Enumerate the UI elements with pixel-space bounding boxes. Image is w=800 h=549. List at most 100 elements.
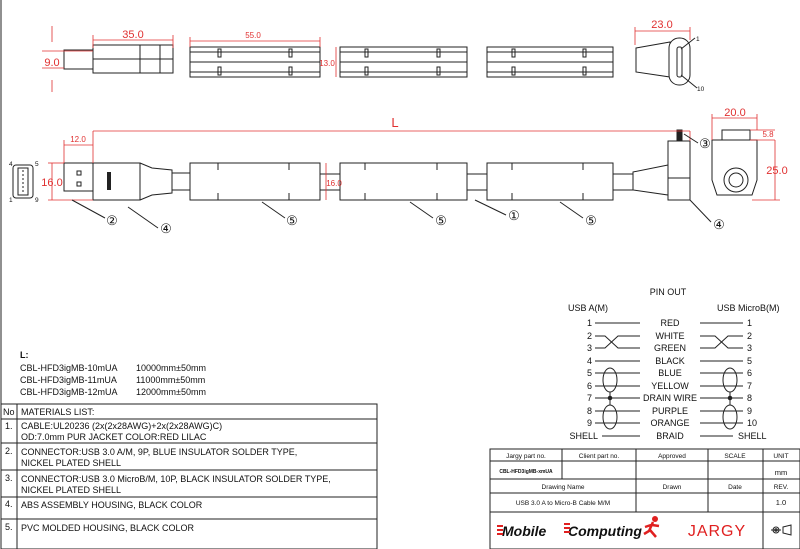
ferrite-side-views: [189, 46, 614, 78]
unit-label: UNIT: [773, 453, 788, 460]
jargy-part-value: CBL-HFD3igMB-xmUA: [499, 469, 553, 475]
pinout-right-pin: 9: [747, 406, 752, 416]
material-no: 2.: [5, 446, 13, 456]
microb-pin-1-label: 1: [696, 36, 700, 43]
pinout-right-pin: 10: [747, 418, 757, 428]
callout-1: ①: [508, 208, 520, 223]
face-pin-9: 9: [35, 197, 39, 204]
pinout-left-pin: 8: [587, 406, 592, 416]
material-desc: CONNECTOR:USB 3.0 A/M, 9P, BLUE INSULATO…: [21, 447, 297, 457]
length-value: 11000mm±50mm: [136, 375, 205, 385]
jargy-logo: JARGY: [688, 523, 746, 540]
callout-5: ⑤: [435, 213, 447, 228]
jargy-part-label: Jargy part no.: [506, 453, 546, 460]
pinout-wire-color: DRAIN WIRE: [643, 393, 697, 403]
usb-a-side-view: [63, 44, 174, 74]
ferrite-top-views: [189, 162, 634, 201]
pinout-wire-color: GREEN: [654, 343, 686, 353]
microb-tip-label: 5.8: [762, 130, 774, 139]
pinout-wire-color: WHITE: [656, 331, 685, 341]
microb-top-view: [632, 129, 691, 201]
ferrite-height-label: 13.0: [319, 59, 335, 68]
runner-icon: [643, 516, 660, 538]
pinout-left-pin: 1: [587, 318, 592, 328]
pinout-wire-color: BLACK: [655, 356, 685, 366]
pinout-left-pin: 4: [587, 356, 592, 366]
client-part-label: Client part no.: [579, 453, 620, 460]
plug-tip-label: 12.0: [70, 135, 86, 144]
pinout-wire-color: RED: [660, 318, 680, 328]
pinout-left-pin: SHELL: [569, 431, 598, 441]
face-pin-5: 5: [35, 161, 39, 168]
material-no: 4.: [5, 499, 13, 509]
material-desc: CONNECTOR:USB 3.0 MicroB/M, 10P, BLACK I…: [21, 474, 331, 484]
pinout-left-pin: 3: [587, 343, 592, 353]
material-desc: CABLE:UL20236 (2x(2x28AWG)+2x(2x28AWG)C): [21, 421, 222, 431]
callout-2: ②: [106, 213, 118, 228]
pinout-wire-color: BLUE: [658, 368, 682, 378]
material-desc: ABS ASSEMBLY HOUSING, BLACK COLOR: [21, 500, 203, 510]
material-no: 3.: [5, 473, 13, 483]
microb-width-label: 20.0: [724, 107, 745, 119]
microb-side-view: [635, 37, 698, 89]
pinout-left-pin: 9: [587, 418, 592, 428]
usb-a-face-view: [12, 164, 34, 199]
length-list-title: L:: [20, 350, 29, 360]
pinout-left-pin: 6: [587, 381, 592, 391]
material-desc: OD:7.0mm PUR JACKET COLOR:RED LILAC: [21, 432, 207, 442]
unit-value: mm: [775, 468, 788, 477]
pinout-left-pin: 2: [587, 331, 592, 341]
ferrite-dimensions: [189, 37, 337, 77]
pinout-left-pin: 5: [587, 368, 592, 378]
usb-a-length-label: 35.0: [122, 29, 143, 41]
pinout-wire-color: BRAID: [656, 431, 684, 441]
usb-a-width-label: 16.0: [41, 177, 62, 189]
materials-table: No MATERIALS LIST: 1. CABLE:UL20236 (2x(…: [0, 403, 378, 549]
scale-label: SCALE: [724, 453, 746, 460]
pinout-right-pin: 2: [747, 331, 752, 341]
pinout-wire-color: ORANGE: [650, 418, 689, 428]
face-pin-4: 4: [9, 161, 13, 168]
material-desc: PVC MOLDED HOUSING, BLACK COLOR: [21, 523, 195, 533]
material-no: 5.: [5, 522, 13, 532]
pinout-right-pin: 7: [747, 381, 752, 391]
pinout-wiring: [595, 322, 743, 437]
length-part: CBL-HFD3igMB-10mUA: [20, 363, 118, 373]
cable-length-dimension: [48, 114, 780, 201]
pinout-wire-color: PURPLE: [652, 406, 688, 416]
microb-length-label: 23.0: [651, 19, 672, 31]
callout-5: ⑤: [585, 213, 597, 228]
length-value: 10000mm±50mm: [136, 363, 206, 373]
callout-5: ⑤: [286, 213, 298, 228]
drawn-label: Drawn: [663, 484, 682, 491]
title-block: Jargy part no. Client part no. Approved …: [489, 448, 800, 549]
microb-height-label: 25.0: [766, 165, 787, 177]
pinout-right-pin: 5: [747, 356, 752, 366]
pinout-left-header: USB A(M): [568, 303, 608, 313]
face-pin-1: 1: [9, 197, 13, 204]
usb-a-length-dimension: [42, 26, 174, 92]
pinout-right-pin: 3: [747, 343, 752, 353]
logo-computing-text: Computing: [568, 523, 642, 539]
ferrite-length-label: 55.0: [245, 31, 261, 40]
materials-no-header: No: [3, 407, 15, 417]
pinout-right-pin: 6: [747, 368, 752, 378]
material-no: 1.: [5, 421, 13, 431]
length-part: CBL-HFD3igMB-11mUA: [20, 375, 117, 385]
ferrite-width-label: 16.0: [326, 179, 342, 188]
pinout-right-pin: 8: [747, 393, 752, 403]
usb-a-thickness-label: 9.0: [44, 57, 59, 69]
callout-leaders: [71, 133, 712, 229]
rev-value: 1.0: [776, 498, 786, 507]
length-list: L: CBL-HFD3igMB-10mUA 10000mm±50mm CBL-H…: [20, 350, 206, 397]
microb-pin-10-label: 10: [697, 86, 705, 93]
pinout-right-pin: 1: [747, 318, 752, 328]
mobile-computing-logo: Mobile Computing: [497, 516, 660, 539]
drawing-name-value: USB 3.0 A to Micro-B Cable M/M: [516, 500, 610, 507]
cable-length-label: L: [391, 115, 398, 130]
usb-a-plug-top-view: [63, 162, 191, 201]
drawing-name-label: Drawing Name: [542, 484, 585, 491]
callout-4: ④: [160, 221, 172, 236]
